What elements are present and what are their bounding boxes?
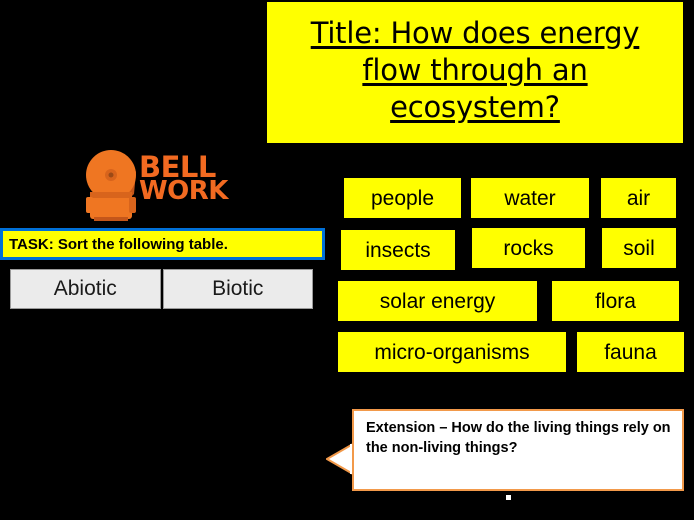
word-card-flora[interactable]: flora bbox=[552, 281, 679, 321]
title-line-2: flow through an bbox=[362, 53, 588, 88]
table-header-biotic[interactable]: Biotic bbox=[162, 269, 313, 309]
word-card-water[interactable]: water bbox=[471, 178, 589, 218]
bellwork-line-1: BELL bbox=[139, 150, 216, 184]
callout-tail-icon bbox=[324, 442, 355, 483]
word-card-insects[interactable]: insects bbox=[341, 230, 455, 270]
word-card-micro-organisms[interactable]: micro-organisms bbox=[338, 332, 566, 372]
sorting-table[interactable]: Abiotic Biotic bbox=[10, 269, 313, 309]
extension-text: Extension – How do the living things rel… bbox=[366, 420, 671, 456]
word-card-rocks[interactable]: rocks bbox=[472, 228, 585, 268]
bellwork-line-2: WORK bbox=[139, 176, 228, 206]
title-box: Title: How does energy flow through an e… bbox=[267, 2, 683, 143]
bellwork-logo: BELL WORK bbox=[84, 146, 230, 224]
bellwork-wordmark: BELL WORK bbox=[139, 150, 231, 220]
page-title: Title: How does energy flow through an e… bbox=[311, 15, 640, 125]
task-label: TASK: Sort the following table. bbox=[9, 235, 228, 253]
word-card-soil[interactable]: soil bbox=[602, 228, 676, 268]
word-card-fauna[interactable]: fauna bbox=[577, 332, 684, 372]
bell-icon bbox=[84, 148, 140, 222]
title-line-3: ecosystem? bbox=[390, 89, 560, 124]
word-card-air[interactable]: air bbox=[601, 178, 676, 218]
title-line-1: Title: How does energy bbox=[310, 16, 640, 51]
extension-callout: Extension – How do the living things rel… bbox=[352, 409, 684, 491]
table-header-abiotic[interactable]: Abiotic bbox=[10, 269, 161, 309]
slide-marker-dot bbox=[506, 495, 511, 500]
task-banner: TASK: Sort the following table. bbox=[0, 228, 325, 260]
word-card-solar-energy[interactable]: solar energy bbox=[338, 281, 537, 321]
word-card-people[interactable]: people bbox=[344, 178, 461, 218]
